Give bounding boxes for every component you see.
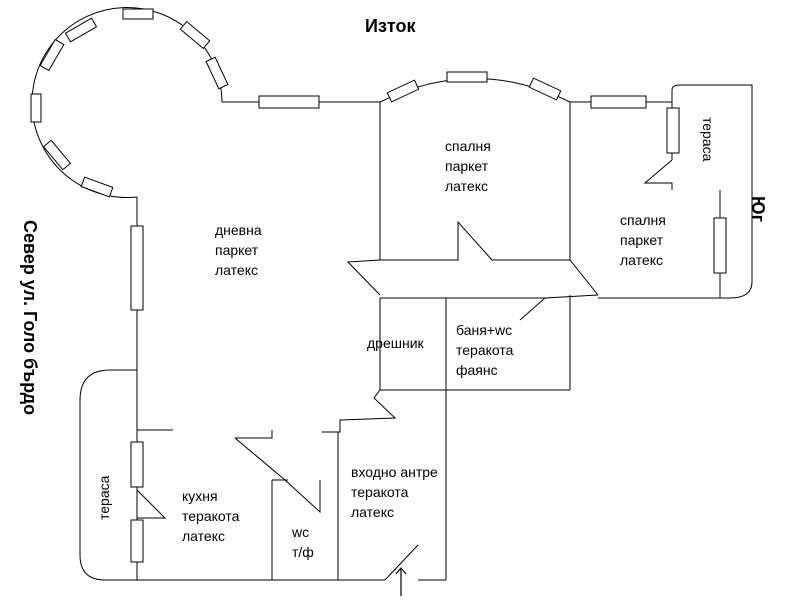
window xyxy=(130,441,144,488)
window xyxy=(122,8,154,20)
window xyxy=(64,17,98,43)
window xyxy=(713,217,727,274)
terrace-west-outline xyxy=(79,369,137,581)
window xyxy=(179,20,211,50)
entrance-arrow xyxy=(395,567,407,596)
window xyxy=(528,77,562,101)
room-terrace-west: тераса xyxy=(96,475,112,520)
window xyxy=(666,107,680,154)
window xyxy=(258,95,320,109)
window xyxy=(30,93,42,123)
label-south: Юг xyxy=(748,196,768,223)
window xyxy=(130,519,144,563)
terrace-east-outline xyxy=(671,84,753,299)
label-north: Север ул. Голо бърдо xyxy=(20,220,40,416)
room-closet: дрешник xyxy=(367,335,424,351)
window xyxy=(386,79,420,103)
window xyxy=(446,71,488,83)
window xyxy=(205,56,229,90)
window xyxy=(39,38,65,72)
room-terrace-east: тераса xyxy=(700,117,716,162)
window xyxy=(590,95,647,109)
window xyxy=(130,225,144,311)
window xyxy=(42,139,72,171)
window xyxy=(80,176,114,198)
label-east: Изток xyxy=(365,16,416,36)
